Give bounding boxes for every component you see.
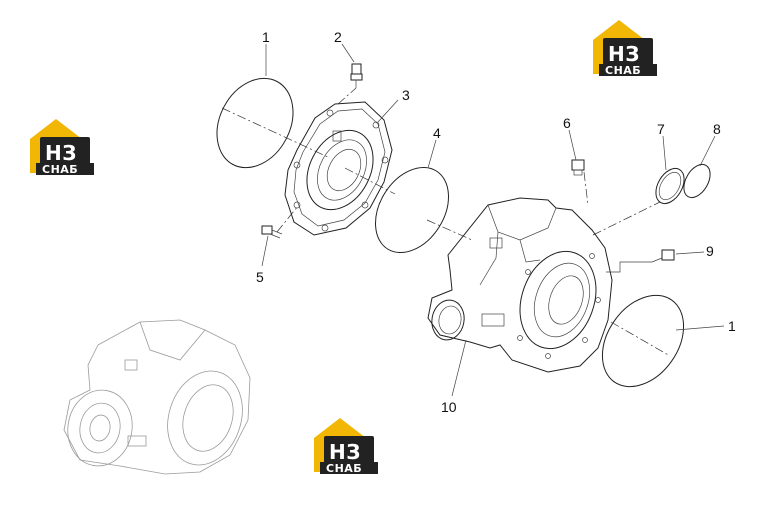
callout-1-lower: 1: [728, 318, 736, 334]
o-ring-4: [375, 166, 449, 254]
assembled-housing-reference: [63, 319, 251, 475]
callout-3: 3: [402, 87, 410, 103]
grease-fitting-2: [350, 63, 363, 88]
callout-2: 2: [334, 29, 342, 45]
watermark-logo-left: НЗ СНАБ: [30, 119, 94, 176]
callout-4: 4: [433, 125, 441, 141]
callout-8: 8: [713, 121, 721, 137]
watermark-brand: НЗ: [608, 42, 640, 66]
watermark-text: СНАБ: [605, 64, 641, 77]
o-ring-1-lower: [601, 294, 685, 388]
watermark-brand: НЗ: [45, 141, 77, 165]
o-ring-1-upper: [216, 77, 294, 169]
callout-6: 6: [563, 115, 571, 131]
watermark-text: СНАБ: [326, 462, 362, 475]
callout-1-upper: 1: [262, 29, 270, 45]
callout-9: 9: [706, 243, 714, 259]
watermark-logo-top-right: НЗ СНАБ: [593, 20, 657, 77]
plug-6: [571, 159, 585, 176]
snap-ring-8: [683, 163, 711, 199]
callout-5: 5: [256, 269, 264, 285]
plug-9: [651, 249, 675, 263]
callout-10: 10: [441, 399, 457, 415]
cover-flange-3: [284, 101, 393, 236]
axle-housing-10: [427, 197, 613, 373]
watermark-brand: НЗ: [329, 440, 361, 464]
assembly-center-lines: [221, 87, 671, 357]
callout-7: 7: [657, 121, 665, 137]
watermark-text: СНАБ: [42, 163, 78, 176]
callout-leaders: [261, 43, 725, 397]
bolt-5: [261, 225, 283, 239]
watermark-logo-bottom: НЗ СНАБ: [314, 418, 378, 475]
ring-7: [655, 167, 685, 205]
